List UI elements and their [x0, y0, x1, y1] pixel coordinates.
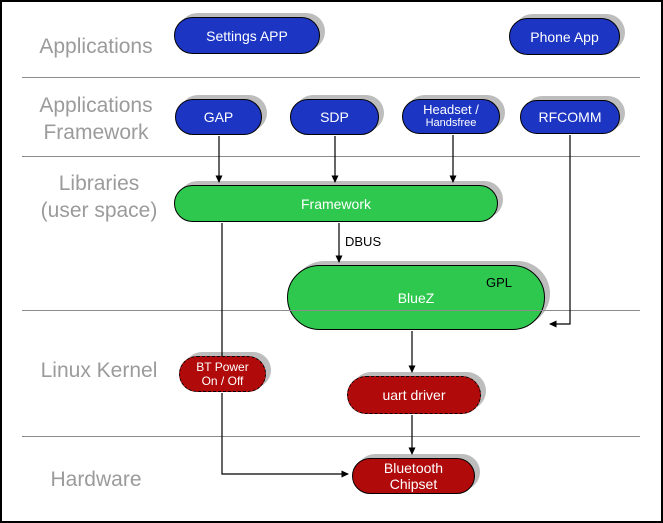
- layer-label-text-line1: Libraries: [58, 172, 140, 195]
- node-label: RFCOMM: [538, 109, 602, 125]
- node-settings-app: Settings APP: [174, 17, 320, 54]
- layer-label-linux-kernel: Linux Kernel: [20, 357, 178, 384]
- node-label: BlueZ: [397, 289, 435, 306]
- layer-label-text: Applications: [39, 35, 153, 58]
- node-label: Framework: [300, 195, 371, 212]
- node-label-line2: Chipset: [389, 476, 438, 492]
- layer-label-text-line2: (user space): [40, 199, 158, 222]
- node-label: uart driver: [382, 387, 446, 403]
- gpl-badge: GPL: [485, 275, 512, 290]
- node-label-line1: Bluetooth: [383, 460, 444, 476]
- node-phone-app: Phone App: [509, 18, 620, 55]
- node-framework: Framework: [174, 185, 498, 222]
- node-label-line2: Handsfree: [425, 117, 477, 129]
- node-label: Phone App: [530, 28, 599, 45]
- node-headset-handsfree: Headset / Handsfree: [402, 99, 500, 134]
- node-uart-driver: uart driver: [347, 376, 481, 414]
- node-label-line1: BT Power: [196, 360, 249, 374]
- layer-label-libraries-user-space: Libraries (user space): [20, 170, 178, 224]
- node-rfcomm: RFCOMM: [520, 100, 620, 134]
- layer-divider-line: [22, 77, 640, 78]
- layer-label-text: Linux Kernel: [40, 359, 158, 382]
- edge-label-dbus: DBUS: [345, 234, 382, 249]
- node-label-line1: Headset /: [423, 102, 479, 117]
- node-label: GAP: [203, 109, 234, 125]
- node-bt-power-on-off: BT Power On / Off: [179, 356, 266, 392]
- node-label-line2: On / Off: [201, 374, 244, 388]
- layer-label-text-line1: Applications: [39, 94, 153, 117]
- node-bluetooth-chipset: Bluetooth Chipset: [352, 458, 475, 494]
- node-gap: GAP: [175, 99, 262, 135]
- layer-divider-line: [22, 310, 640, 311]
- layer-divider-line: [22, 156, 640, 157]
- node-label: SDP: [320, 109, 349, 125]
- layer-label-text: Hardware: [50, 468, 142, 491]
- node-label: Settings APP: [206, 27, 288, 44]
- layer-label-applications: Applications: [20, 33, 172, 60]
- layer-label-hardware: Hardware: [20, 466, 172, 493]
- node-sdp: SDP: [290, 99, 379, 135]
- layer-divider-line: [22, 436, 640, 437]
- layer-label-text-line2: Framework: [43, 121, 149, 144]
- layer-label-applications-framework: Applications Framework: [20, 92, 172, 146]
- node-bluez: BlueZ GPL: [287, 265, 545, 330]
